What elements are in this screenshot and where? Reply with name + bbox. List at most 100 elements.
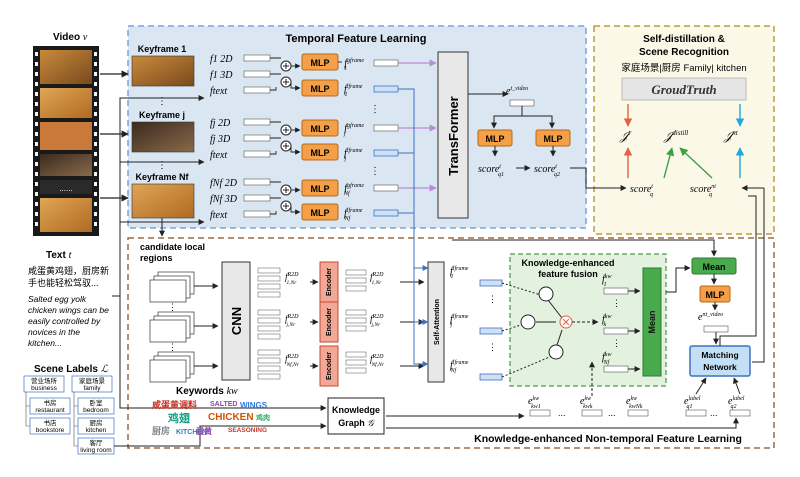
video-label: Video v [53,32,88,43]
svg-text:......: ...... [59,184,72,193]
f2d-n-label: fNf 2D [210,178,238,189]
text-en-2: chicken wings can be [28,305,109,315]
e-label-dots: ... [710,408,718,418]
cnn-output-vectors [257,267,281,380]
encoder-output-vectors [345,269,367,374]
ftext-j-label: ftext [210,150,227,161]
temporal-vdots-1: ⋮ [370,104,380,115]
e-kw-dots-2: ... [608,408,616,418]
e-t-video: et_video [506,86,528,97]
svg-text:卧室: 卧室 [90,398,104,407]
region-stack-1 [149,271,195,303]
e-nt-video: ent_video [698,312,723,323]
svg-text:Encoder: Encoder [326,352,333,380]
fusion-panel [509,253,667,387]
fkw-vdots-2: ⋮ [612,338,621,348]
region-stack-nf [149,351,195,383]
video-filmstrip: ...... [33,46,99,236]
self-distill-panel [593,25,775,235]
svg-text:鸡翅: 鸡翅 [167,411,191,425]
svg-text:厨房: 厨房 [152,425,170,436]
transformer-block [437,51,469,219]
svg-text:restaurant: restaurant [35,407,64,414]
lframe-vdots-2: ⋮ [488,342,497,352]
svg-text:SALTED: SALTED [210,401,237,408]
e-t-video-vector [509,99,535,107]
mlp-jb-label: MLP [311,148,330,158]
candidate-regions-2: regions [140,253,173,263]
text-en-3: easily controlled by [28,316,101,326]
mlp-1a-label: MLP [311,58,330,68]
svg-text:营业场所: 营业场所 [31,376,58,385]
svg-text:living room: living room [80,447,111,454]
f3d-1-label: f1 3D [210,70,233,81]
svg-text:咸蛋黄调料: 咸蛋黄调料 [152,399,197,410]
svg-text:蛋黄: 蛋黄 [196,426,212,436]
svg-text:SEASONING: SEASONING [228,427,267,434]
temporal-vdots-2: ⋮ [370,166,380,177]
svg-text:鸡肉: 鸡肉 [255,413,270,422]
text-en-5: kitchen... [28,338,62,348]
keyframe-1: Keyframe 1 [131,44,195,87]
svg-text:Encoder: Encoder [326,308,333,336]
keyframe-j-label: Keyframe j [139,110,185,120]
temporal-panel [127,25,587,229]
scene-labels-title: Scene Labels ℒ [34,364,109,375]
encoder-1: Encoder [319,261,339,303]
fusion-title-1: Knowledge-enhanced [521,258,614,268]
e-kw-dots-1: ... [558,408,566,418]
cnn-block [221,261,251,381]
f2d-1-label: f1 2D [210,54,233,65]
svg-text:family: family [84,385,102,392]
f2d-j-label: fj 2D [210,118,231,129]
scene-label-tree: 营业场所 business 家庭场景 family 书房 restaurant … [23,375,115,455]
svg-text:bedroom: bedroom [83,407,109,414]
mlp-score-2-label: MLP [544,134,563,144]
mean-block-label: Mean [702,262,725,272]
svg-text:WINGS: WINGS [240,401,268,410]
candidate-regions-1: candidate local [140,242,205,252]
keyword-cloud: 咸蛋黄调料 SALTED WINGS CHICKEN 鸡翅 厨房 SEASONI… [152,399,270,436]
mlp-ja-label: MLP [311,124,330,134]
self-distill-title-2: Scene Recognition [639,47,729,58]
self-distill-title-1: Self-distillation & [643,34,725,45]
text-label: Text t [46,250,72,261]
text-cn-2: 手也能轻松驾驭... [28,277,99,288]
encoder-nf: Encoder [319,345,339,387]
ftext-1-label: ftext [210,86,227,97]
self-attention-label: Self-Attention [434,299,441,345]
mlp-jb [301,143,339,161]
keyframe-nf: Keyframe Nf [131,172,195,219]
keyframe-vdots-2: ⋮ [157,160,167,171]
knowledge-graph [327,397,385,435]
fkw-vdots-1: ⋮ [612,298,621,308]
region-stack-j [149,311,195,343]
svg-text:kitchen: kitchen [86,427,107,434]
mean-vertical-block [642,267,662,377]
knowledge-graph-label-2: Graph 𝒢 [338,418,375,428]
lframe-vdots-1: ⋮ [488,294,497,304]
regions-vdots-2: ⋮ [168,342,177,352]
svg-text:CHICKEN: CHICKEN [208,412,254,423]
mlp-1b-label: MLP [311,84,330,94]
